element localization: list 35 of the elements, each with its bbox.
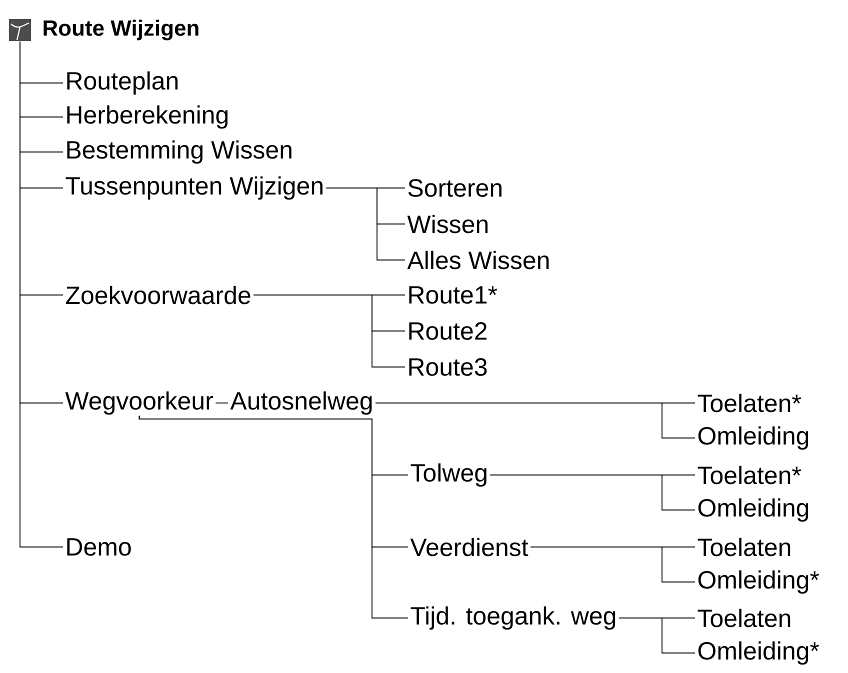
menu-item: Demo <box>67 538 131 556</box>
menu-item: Omleiding <box>698 498 808 522</box>
menu-item: Omleiding* <box>698 641 820 665</box>
menu-item: Sorteren <box>408 179 502 197</box>
menu-item: Routeplan <box>67 71 178 95</box>
menu-item: Wegvoorkeur <box>65 391 213 415</box>
tree-line <box>375 402 696 438</box>
menu-item: Toelaten* <box>698 394 802 412</box>
menu-item: Toelaten <box>698 608 790 628</box>
tree-line <box>253 294 406 368</box>
tree-line <box>215 402 228 404</box>
menu-item: Omleiding* <box>698 570 820 594</box>
tree-line <box>326 188 406 260</box>
menu-item: Tijd. toegank. weg <box>410 606 616 630</box>
tree-line <box>490 474 696 510</box>
menu-item: Tolweg <box>410 463 486 487</box>
menu-item: Toelaten <box>698 538 790 556</box>
tree-line <box>20 41 64 548</box>
menu-item: Alles Wissen <box>407 250 549 270</box>
menu-title: Route Wijzigen <box>44 20 198 40</box>
menu-item: Tussenpunten Wijzigen <box>66 176 322 200</box>
menu-item: Toelaten* <box>698 466 802 484</box>
tree-line <box>138 415 408 618</box>
menu-item: Route1* <box>409 286 498 304</box>
tree-line <box>530 546 696 582</box>
menu-item: Omleiding <box>698 426 808 450</box>
menu-item: Wissen <box>407 214 488 234</box>
menu-item: Herberekening <box>67 105 228 129</box>
menu-item: Veerdienst <box>410 538 528 556</box>
menu-item: Route3 <box>409 358 487 376</box>
menu-item: Route2 <box>409 322 487 340</box>
menu-item: Autosnelweg <box>230 391 372 415</box>
tree-line <box>618 618 696 654</box>
menu-item: Bestemming Wissen <box>67 140 292 164</box>
menu-item: Zoekvoorwaarde <box>66 286 250 304</box>
